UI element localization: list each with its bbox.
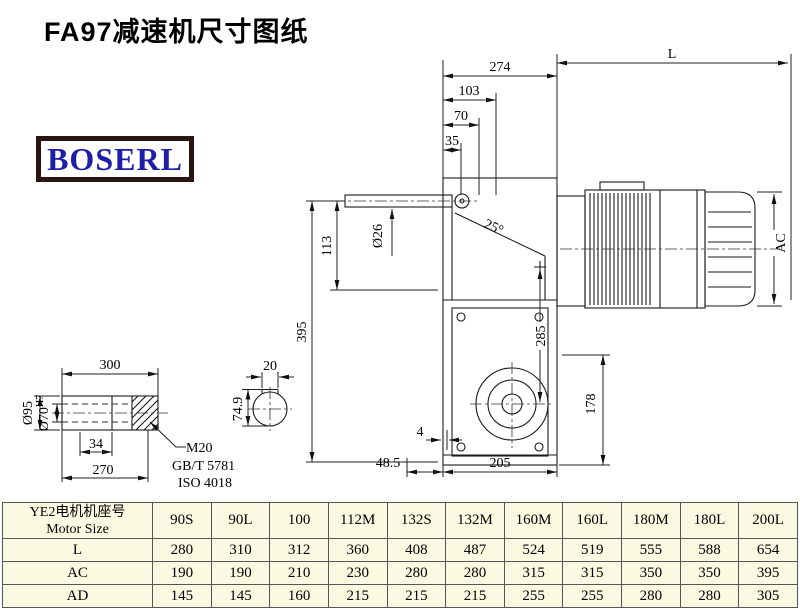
- cell: 280: [679, 584, 740, 608]
- dim-74-9-label: 74.9: [231, 397, 246, 422]
- cell: 305: [738, 584, 798, 608]
- dim-178-label: 178: [584, 394, 599, 415]
- dim-AC-label: AC: [774, 233, 789, 252]
- motor: [556, 181, 780, 309]
- cell: 215: [386, 584, 447, 608]
- cell: 408: [386, 538, 447, 562]
- cell: 190: [210, 561, 271, 585]
- cell: 519: [562, 538, 622, 562]
- dimension-lines: [309, 60, 788, 475]
- table-row-AD: AD 145 145 160 215 215 215 255 255 280 2…: [2, 584, 798, 608]
- input-shaft: [333, 193, 480, 209]
- shaft-cross-section: [248, 387, 292, 431]
- table-row-AC: AC 190 190 210 230 280 280 315 315 350 3…: [2, 561, 798, 585]
- cell: 654: [738, 538, 798, 562]
- row-label: L: [2, 538, 153, 562]
- standard-gb-label: GB/T 5781: [172, 459, 235, 474]
- cell: 215: [327, 584, 388, 608]
- dim-103-label: 103: [459, 84, 480, 99]
- col-header: 180L: [679, 502, 740, 539]
- fan-cowl-vents: [708, 211, 752, 288]
- cell: 255: [562, 584, 622, 608]
- cell: 280: [386, 561, 447, 585]
- col-header: 180M: [621, 502, 681, 539]
- table-row-L: L 280 310 312 360 408 487 524 519 555 58…: [2, 538, 798, 562]
- cell: 145: [152, 584, 212, 608]
- dia70-value: Ø70: [37, 407, 52, 431]
- shaft-extension-lines: [34, 368, 279, 482]
- dim-4-label: 4: [417, 425, 424, 440]
- dim-300-label: 300: [100, 358, 121, 373]
- dim-35-label: 35: [445, 134, 459, 149]
- col-header: 100: [269, 502, 329, 539]
- cell: 255: [503, 584, 564, 608]
- cell: 310: [210, 538, 271, 562]
- dim-113-label: 113: [320, 236, 335, 256]
- cell: 350: [621, 561, 681, 585]
- cell: 280: [621, 584, 681, 608]
- dim-48-5-label: 48.5: [376, 456, 401, 471]
- table-header-row: YE2电机机座号 Motor Size 90S 90L 100 112M 132…: [2, 502, 798, 539]
- dim-70-label: 70: [454, 109, 468, 124]
- col-header: 160M: [503, 502, 564, 539]
- cell: 350: [679, 561, 740, 585]
- cell: 312: [269, 538, 329, 562]
- dim-285-label: 285: [534, 326, 549, 347]
- cell: 555: [621, 538, 681, 562]
- cell: 230: [327, 561, 388, 585]
- cell: 160: [269, 584, 329, 608]
- col-header: 90S: [152, 502, 212, 539]
- cell: 280: [152, 538, 212, 562]
- dim-395-label: 395: [295, 322, 310, 343]
- dim-270-label: 270: [93, 463, 114, 478]
- motor-size-table: YE2电机机座号 Motor Size 90S 90L 100 112M 132…: [2, 502, 798, 608]
- motor-eyebolt: [599, 181, 645, 191]
- cell: 315: [562, 561, 622, 585]
- boserl-logo: BOSERL: [36, 136, 194, 182]
- motor-size-label-cn: YE2电机机座号: [29, 505, 126, 521]
- gearbox-housing: [442, 177, 558, 466]
- shaft-detail: [52, 395, 168, 431]
- cell: 524: [503, 538, 564, 562]
- cell: 588: [679, 538, 740, 562]
- thread-m20-label: M20: [186, 441, 212, 456]
- fan-cowl: [704, 191, 756, 307]
- motor-flange: [556, 195, 586, 307]
- cell: 487: [445, 538, 505, 562]
- cell: 190: [152, 561, 212, 585]
- col-header: 200L: [738, 502, 798, 539]
- dia70-tolerance: H7: [35, 395, 46, 407]
- dim-L-label: L: [668, 47, 677, 62]
- reducer-dimension-drawing: L 274 103 70 35 25° 395 113 Ø26 285 AC 1…: [21, 47, 792, 491]
- motor-size-header-cell: YE2电机机座号 Motor Size: [2, 502, 153, 539]
- dim-34-label: 34: [89, 437, 103, 452]
- cell: 210: [269, 561, 329, 585]
- row-label: AC: [2, 561, 153, 585]
- cell: 145: [210, 584, 271, 608]
- row-label: AD: [2, 584, 153, 608]
- dim-dia70H7-label: Ø70H7: [35, 395, 52, 431]
- cell: 215: [445, 584, 505, 608]
- dim-274-label: 274: [490, 60, 511, 75]
- cell: 395: [738, 561, 798, 585]
- col-header: 90L: [210, 502, 271, 539]
- col-header: 132S: [386, 502, 447, 539]
- dim-205-label: 205: [490, 456, 511, 471]
- col-header: 112M: [327, 502, 388, 539]
- col-header: 160L: [562, 502, 622, 539]
- output-bore: [470, 362, 554, 448]
- dim-dia95-label: Ø95: [21, 401, 36, 425]
- motor-size-label-en: Motor Size: [46, 521, 109, 537]
- cell: 280: [445, 561, 505, 585]
- dim-20-label: 20: [263, 359, 277, 374]
- page-title: FA97减速机尺寸图纸: [44, 17, 309, 47]
- dim-dia26-label: Ø26: [371, 224, 386, 248]
- cell: 315: [503, 561, 564, 585]
- standard-iso-label: ISO 4018: [178, 476, 232, 491]
- shaft-dimension-lines: [37, 371, 294, 481]
- extension-lines: [306, 54, 792, 477]
- logo-text: BOSERL: [47, 140, 183, 177]
- cell: 360: [327, 538, 388, 562]
- col-header: 132M: [445, 502, 505, 539]
